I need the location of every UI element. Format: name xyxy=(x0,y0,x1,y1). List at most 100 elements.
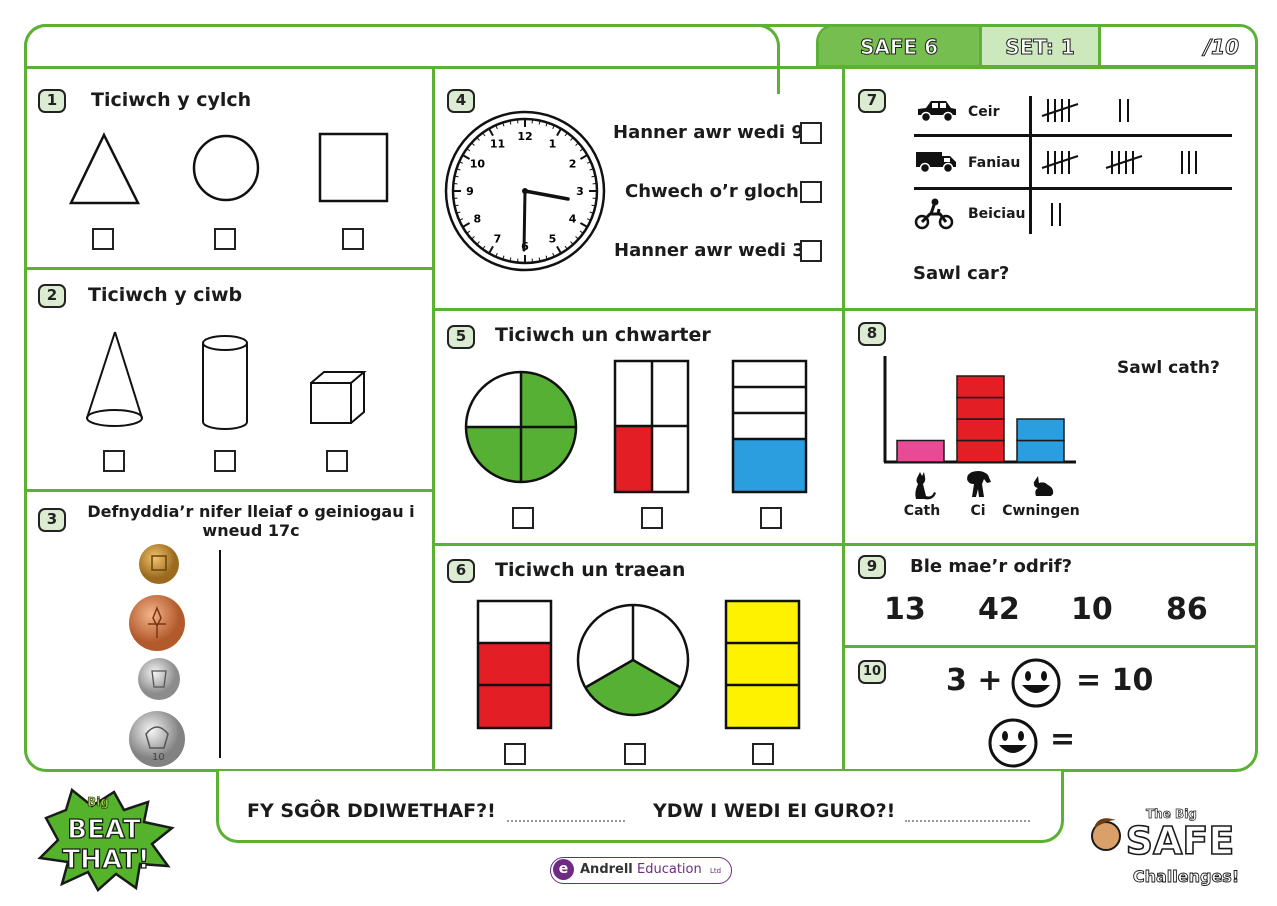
time-option-label: Hanner awr wedi 3 xyxy=(614,240,805,261)
clock-tick xyxy=(570,241,574,245)
clock-tick xyxy=(471,236,475,240)
cylinder-shape xyxy=(202,335,248,430)
question-title: Ticiwch y cylch xyxy=(91,89,252,111)
clock-tick xyxy=(591,175,596,178)
clock-tick xyxy=(456,168,461,171)
bar-block-ci xyxy=(956,418,1005,442)
tick-box-time-1[interactable] xyxy=(800,122,822,144)
tick-box-cylinder[interactable] xyxy=(214,450,236,472)
tick-box-time-2[interactable] xyxy=(800,181,822,203)
question-number: 8 xyxy=(858,322,886,346)
question-number: 9 xyxy=(858,555,886,579)
motorbike-icon xyxy=(914,198,954,230)
bar-block-cwningen xyxy=(1016,439,1065,463)
square-shape xyxy=(318,132,389,203)
question-number: 5 xyxy=(447,325,475,349)
tally-table-divider xyxy=(914,134,1232,137)
clock-tick xyxy=(556,245,562,254)
publisher-ltd: Ltd xyxy=(710,867,722,875)
clock-tick xyxy=(495,252,498,257)
question-number: 2 xyxy=(38,284,66,308)
tick-box-third-2[interactable] xyxy=(624,743,646,765)
clock-tick xyxy=(552,252,555,257)
tally-marks-vans xyxy=(1041,151,1197,174)
name-field[interactable] xyxy=(24,24,780,94)
odd-number-option[interactable]: 86 xyxy=(1166,592,1208,627)
clock-tick xyxy=(466,230,471,234)
clock-tick xyxy=(459,218,464,221)
clock-tick xyxy=(502,255,505,260)
car-icon xyxy=(918,101,956,123)
clock-number: 4 xyxy=(569,213,577,226)
tick-box-square[interactable] xyxy=(342,228,364,250)
question-number: 10 xyxy=(858,660,886,684)
clock-tick xyxy=(586,161,591,164)
tick-box-circle[interactable] xyxy=(214,228,236,250)
tick-box-time-3[interactable] xyxy=(800,240,822,262)
grid-line xyxy=(842,645,1258,648)
clock-hour-hand xyxy=(523,189,570,201)
clock-number: 2 xyxy=(569,158,577,171)
clock-tick xyxy=(579,222,588,228)
ten-pence-coin-icon xyxy=(129,711,185,767)
svg-text:THAT!: THAT! xyxy=(62,845,149,875)
tick-box-triangle[interactable] xyxy=(92,228,114,250)
tick-box-quarter-3[interactable] xyxy=(760,507,782,529)
tick-box-quarter-1[interactable] xyxy=(512,507,534,529)
clock-tick xyxy=(454,204,459,207)
equation-answer-field[interactable]: = xyxy=(1050,722,1076,757)
grid-line xyxy=(842,66,845,772)
clock-tick xyxy=(495,125,498,130)
dog-icon xyxy=(967,471,991,497)
svg-text:BEAT: BEAT xyxy=(67,815,141,845)
time-option-label: Chwech o’r gloch xyxy=(625,181,799,202)
one-pence-coin-icon xyxy=(139,544,179,584)
bar-chart xyxy=(883,356,1076,464)
coin-label: 10 xyxy=(152,752,165,763)
odd-number-option[interactable]: 13 xyxy=(884,592,926,627)
question-title: Ticiwch un traean xyxy=(495,559,686,581)
equation-part: 3 + xyxy=(946,663,1003,698)
tick-box-third-3[interactable] xyxy=(752,743,774,765)
svg-text:Big: Big xyxy=(87,795,109,809)
odd-number-option[interactable]: 10 xyxy=(1071,592,1113,627)
clock-number: 5 xyxy=(549,233,557,246)
clock-tick xyxy=(476,241,480,245)
rectangle-strips-shape xyxy=(731,359,808,494)
header-tabs: SAFE 6 SET: 1 /10 xyxy=(816,24,1258,68)
clock-number: 10 xyxy=(470,158,486,171)
clock-tick xyxy=(538,257,541,262)
last-score-field[interactable] xyxy=(507,820,625,822)
tick-box-cube[interactable] xyxy=(326,450,348,472)
tick-box-cone[interactable] xyxy=(103,450,125,472)
clock-tick xyxy=(564,132,568,137)
clock-tick xyxy=(459,161,464,164)
grid-line xyxy=(24,267,434,270)
cone-shape xyxy=(86,331,143,427)
rectangle-thirds-shape xyxy=(476,599,553,730)
grid-line xyxy=(24,489,434,492)
beaten-field[interactable] xyxy=(905,820,1030,822)
circle-quarters-shape xyxy=(464,370,578,484)
bar-block-cath xyxy=(896,439,945,463)
odd-number-option[interactable]: 42 xyxy=(978,592,1020,627)
tick-box-third-1[interactable] xyxy=(504,743,526,765)
smiley-face-icon xyxy=(988,718,1038,768)
publisher-name: Andrell xyxy=(580,862,633,877)
question-number: 1 xyxy=(38,89,66,113)
clock-tick xyxy=(575,236,579,240)
clock-minute-hand xyxy=(522,189,527,252)
score-field[interactable]: /10 xyxy=(1203,35,1239,60)
grid-line xyxy=(24,66,1258,69)
circle-shape xyxy=(192,134,260,202)
tick-box-quarter-2[interactable] xyxy=(641,507,663,529)
svg-text:SAFE: SAFE xyxy=(1126,819,1235,863)
clock-tick xyxy=(564,245,568,250)
clock-tick xyxy=(482,245,486,250)
tally-label-cars: Ceir xyxy=(968,104,1000,120)
clock-tick xyxy=(579,230,584,234)
clock-tick xyxy=(466,148,471,152)
tally-marks-cars xyxy=(1041,99,1129,122)
score-footer xyxy=(216,771,1064,843)
clock-tick xyxy=(552,125,555,130)
